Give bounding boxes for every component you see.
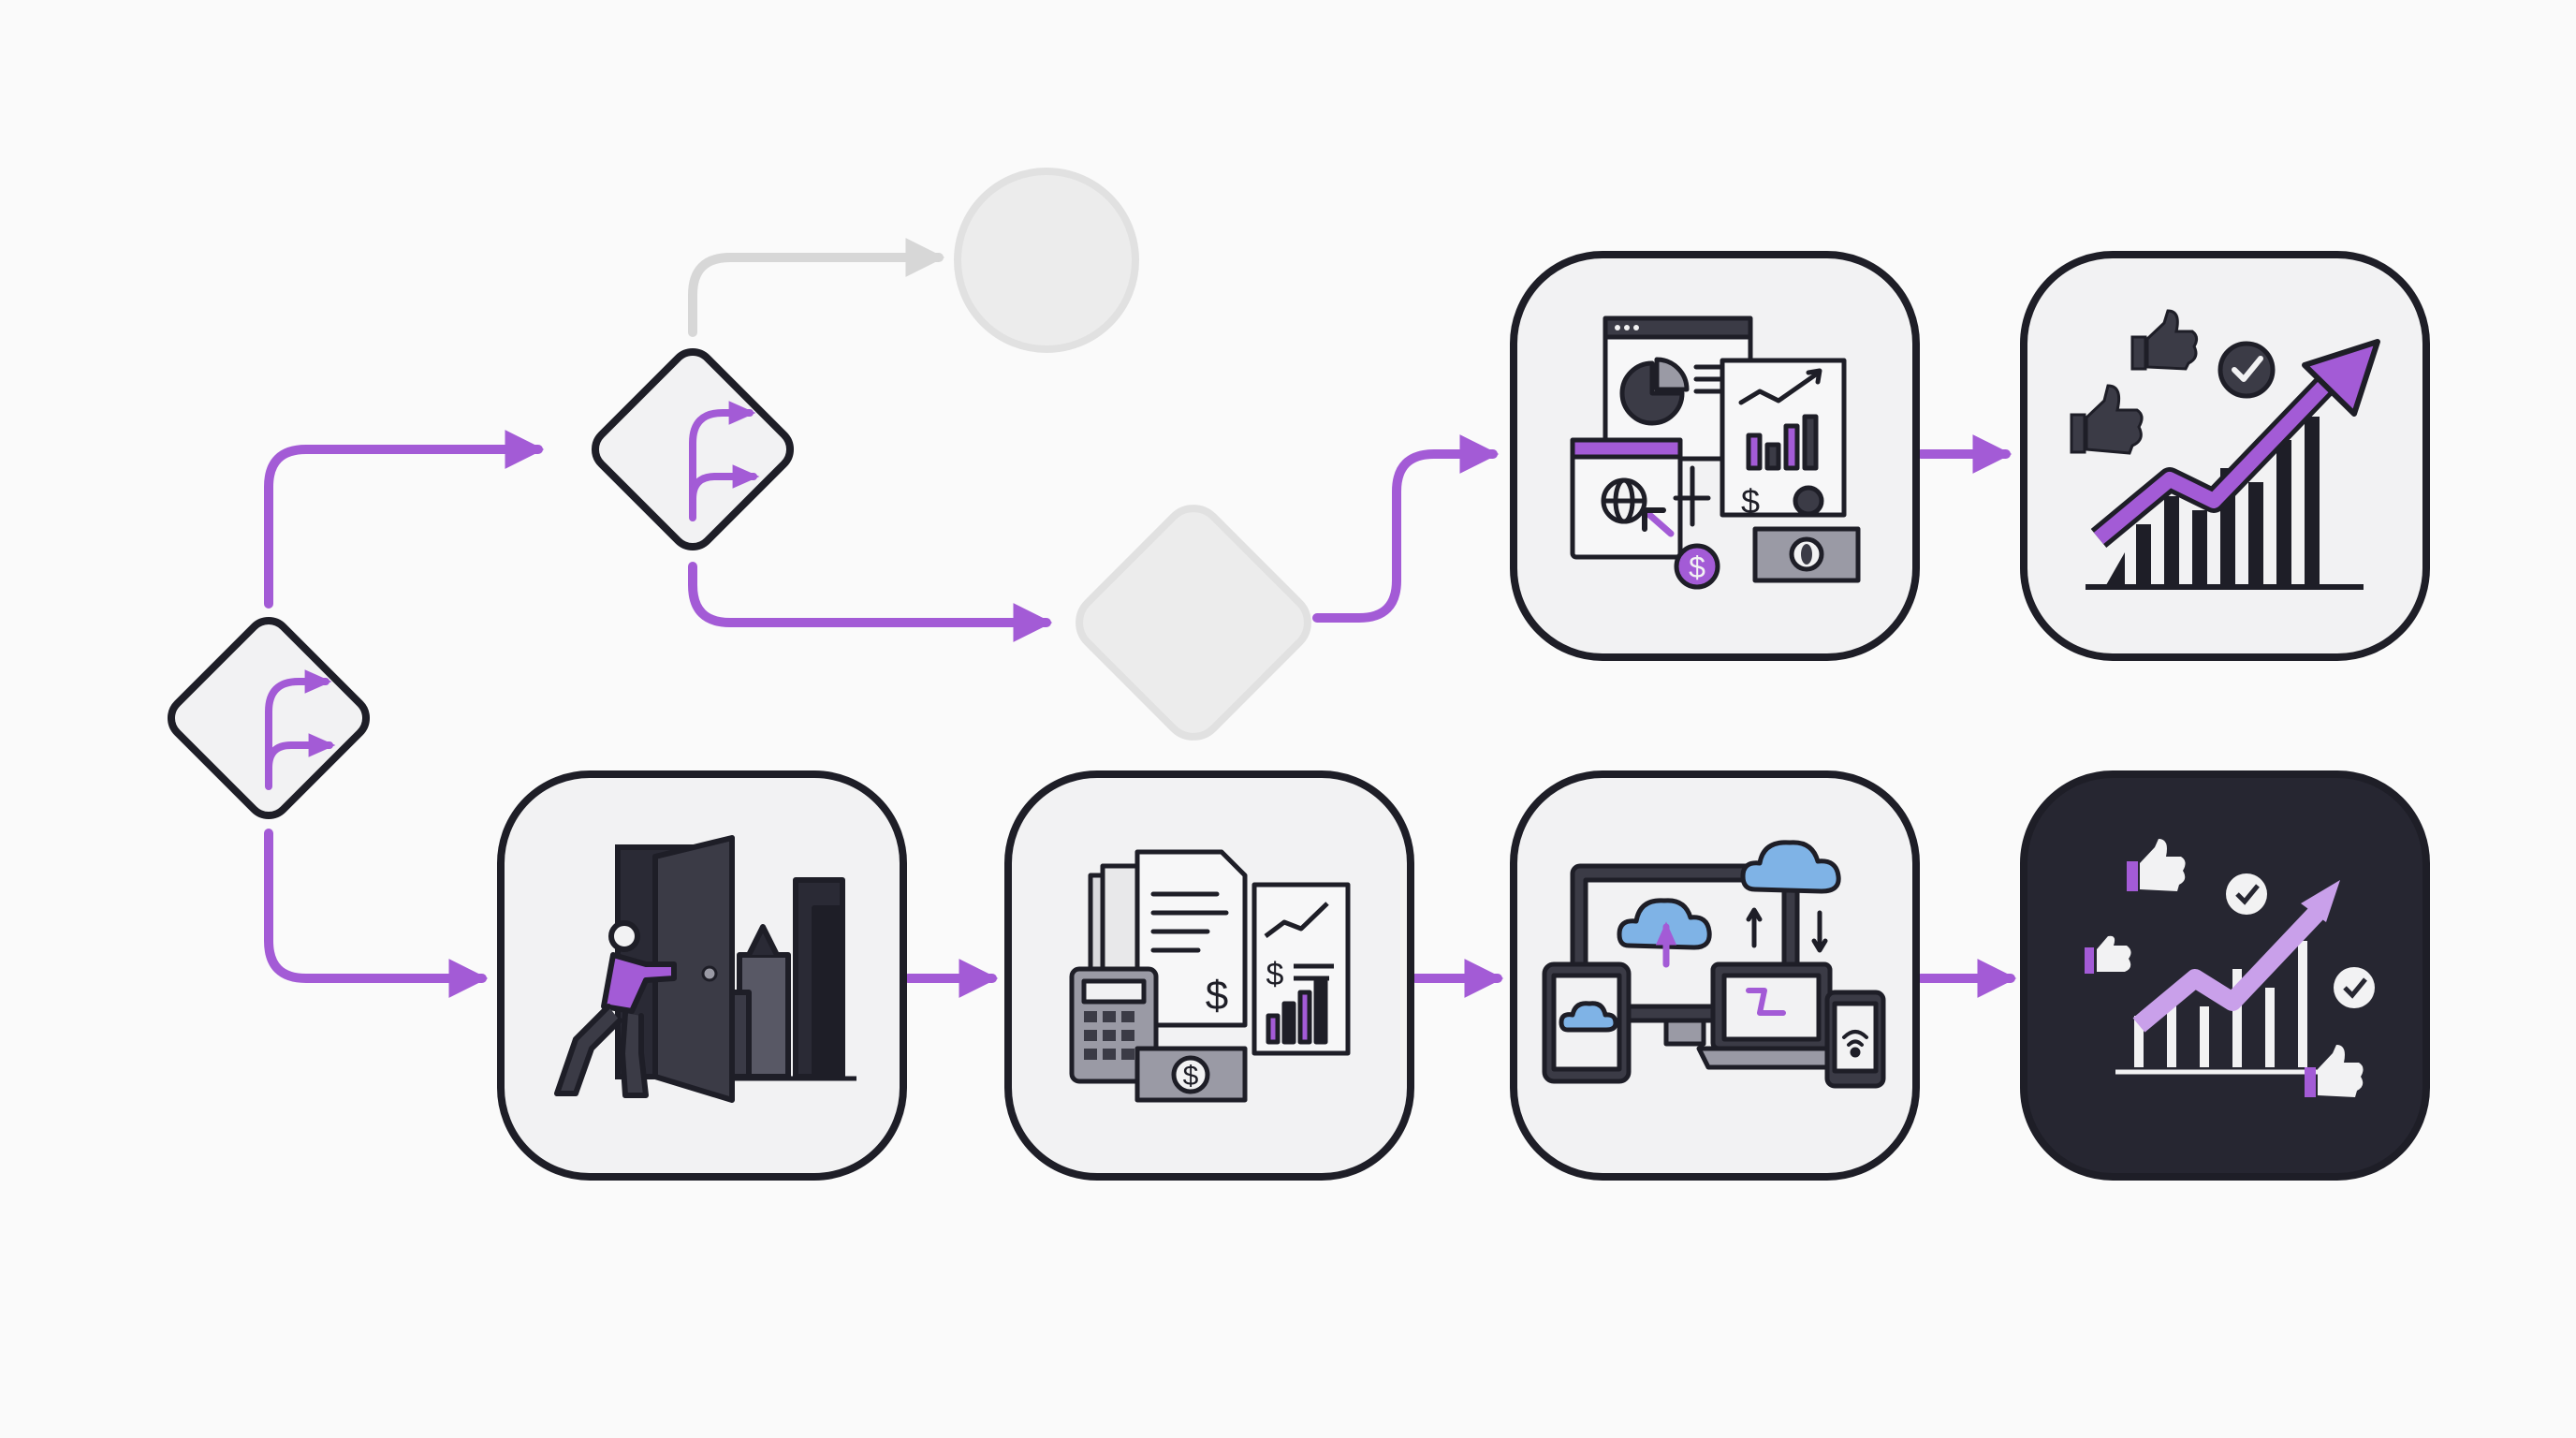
step-devices-cloud-node[interactable] [1510,770,1920,1181]
thumbs-up-icon [2085,935,2131,974]
thumbs-up-icon [2305,1045,2364,1097]
decision-node-1[interactable] [163,612,374,824]
dollar-sign-glyph: $ [1266,957,1284,992]
check-circle-icon [2334,967,2375,1008]
thumbs-up-icon [2070,384,2144,455]
step-finance-docs-node[interactable]: $ $ $ [1004,770,1414,1181]
person-pushing-door-icon [554,835,856,1103]
connector-decision1-to-decision2 [264,430,545,609]
connector-decision2-to-faded-circle [688,238,945,337]
growth-chart-likes-icon [2070,309,2380,590]
calculator-invoice-icon: $ $ $ [1069,849,1351,1103]
connectors [264,238,2017,998]
dollar-sign-glyph: $ [1741,482,1760,521]
devices-cloud-sync-icon [1542,840,1886,1089]
check-circle-icon [2226,873,2267,915]
dollar-sign-glyph: $ [1689,550,1705,584]
fork-arrow-icon [689,401,760,521]
faded-circle-node[interactable] [954,168,1139,353]
step-dashboard-node[interactable]: $ $ [1510,251,1920,661]
growth-chart-likes-icon [2085,839,2375,1097]
thumbs-up-icon [2130,309,2199,371]
check-circle-icon [2217,341,2276,399]
connector-faded-diamond-to-dashboard [1312,434,1500,623]
step-growth-dark-node[interactable] [2020,770,2430,1181]
connector-decision2-to-faded-diamond [688,562,1053,642]
door-panel [652,835,735,1103]
connector-decision1-to-door [264,829,489,998]
dollar-sign-glyph: $ [1183,1061,1199,1092]
step-growth-node[interactable] [2020,251,2430,661]
dollar-sign-glyph: $ [1206,973,1228,1019]
step-door-node[interactable] [497,770,907,1181]
web-analytics-payment-icon: $ $ [1570,315,1861,590]
faded-diamond-node[interactable] [1068,497,1320,749]
thumbs-up-icon [2127,839,2186,891]
person-figure [554,920,677,1098]
fork-arrow-icon [265,669,336,790]
decision-node-2[interactable] [587,344,798,555]
